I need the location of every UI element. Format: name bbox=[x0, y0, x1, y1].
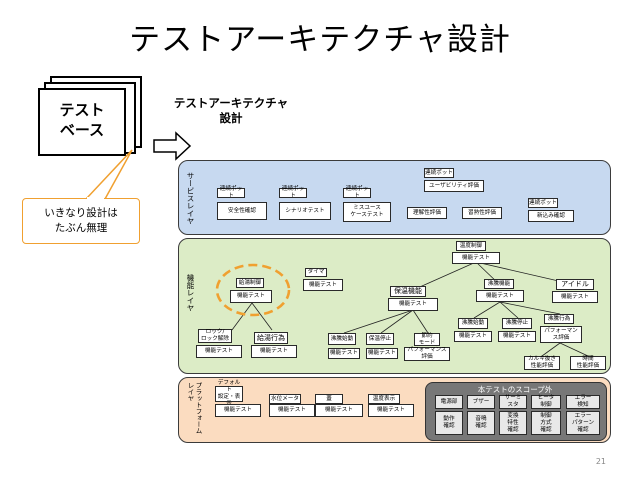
boil-action-child-box: カルキ抜き 性能評価 bbox=[524, 356, 560, 370]
architecture-heading-line2: 設計 bbox=[219, 111, 243, 125]
out-of-scope-item: サーミ スタ bbox=[499, 395, 527, 409]
keep-warm-child-box: 保温停止 bbox=[366, 333, 394, 345]
service-box-bottom: ミスユース ケーステスト bbox=[343, 202, 391, 222]
lock-box: ロック/ ロック解除 bbox=[198, 329, 232, 343]
keep-warm-box: 保温機能 bbox=[390, 286, 426, 297]
boil-function-test-box: 機能テスト bbox=[476, 290, 524, 302]
service-box-bottom: 安全性確認 bbox=[217, 202, 267, 220]
platform-layer-label: プラットフォームレイヤ bbox=[186, 382, 202, 434]
supply-action-test-box: 機能テスト bbox=[251, 345, 297, 358]
test-base-line2: ベース bbox=[59, 121, 105, 139]
out-of-scope-item-check: 制御 方式 確認 bbox=[531, 411, 561, 435]
page-number: 21 bbox=[595, 457, 606, 466]
keep-warm-child-test-box: 機能テスト bbox=[366, 348, 398, 359]
boil-child-box: 沸騰始動 bbox=[458, 318, 488, 329]
architecture-heading-line1: テストアーキテクチャ bbox=[173, 96, 289, 110]
boil-action-box: 沸騰行為 bbox=[544, 314, 574, 324]
out-of-scope-item-check: 動作 確認 bbox=[435, 411, 463, 435]
service-box-top: 連続ポット bbox=[279, 186, 307, 199]
temperature-control-box: 温度制御 bbox=[456, 241, 486, 251]
platform-box-top: 水位メータ bbox=[269, 394, 301, 404]
boil-action-child-box: 時間 性能評価 bbox=[570, 356, 606, 370]
platform-box-bottom: 機能テスト bbox=[315, 404, 363, 417]
keep-warm-child-test-box: 機能テスト bbox=[328, 348, 360, 359]
platform-box-bottom: 機能テスト bbox=[368, 404, 414, 417]
platform-box-bottom: 機能テスト bbox=[269, 404, 315, 417]
callout-bubble: いきなり設計は たぶん無理 bbox=[22, 198, 140, 244]
out-of-scope-item: ブザー bbox=[467, 395, 495, 409]
out-of-scope-item: 電源部 bbox=[435, 395, 463, 409]
callout-line2: たぶん無理 bbox=[54, 222, 108, 234]
supply-action-box: 給湯行為 bbox=[254, 332, 288, 344]
usability-box: ユーザビリティ評価 bbox=[424, 180, 484, 192]
supply-control-test-box: 機能テスト bbox=[230, 290, 272, 303]
function-layer-label: 機能レイヤ bbox=[186, 274, 195, 312]
right-arrow-icon bbox=[153, 131, 192, 161]
out-of-scope-item: ヒータ 制御 bbox=[531, 395, 561, 409]
boil-function-box: 沸騰機能 bbox=[484, 279, 514, 289]
timer-test-box: 機能テスト bbox=[303, 279, 343, 291]
platform-box-top: 温度表示 bbox=[368, 394, 400, 404]
slide-title: テストアーキテクチャ設計 bbox=[129, 22, 511, 58]
platform-box-top: デフォルト 設定・表示 bbox=[215, 380, 243, 407]
out-of-scope-item-check: エラー パターン 確認 bbox=[566, 411, 600, 435]
test-base-document: テスト ベース bbox=[38, 88, 126, 156]
service-box-top: 連続ポット bbox=[217, 186, 245, 199]
architecture-heading: テストアーキテクチャ 設計 bbox=[166, 96, 296, 126]
keep-warm-child-box: 沸騰始動 bbox=[328, 333, 356, 345]
platform-box-top: 蓋 bbox=[315, 394, 343, 404]
callout-tail bbox=[84, 149, 133, 200]
timer-box: タイマ bbox=[305, 268, 327, 277]
out-of-scope-item-check: 音鳴 確認 bbox=[467, 411, 495, 435]
service-box-top: 連続ポット bbox=[343, 186, 371, 199]
out-of-scope-item: エラー 検知 bbox=[566, 395, 600, 409]
service-box-bottom: 習熟性評価 bbox=[462, 207, 502, 219]
keep-warm-child-test-box: パフォーマンス 評価 bbox=[404, 347, 450, 361]
service-box-bottom: 理解性評価 bbox=[407, 207, 447, 219]
out-of-scope-title: 本テストのスコープ外 bbox=[477, 385, 553, 394]
temperature-control-test-box: 機能テスト bbox=[452, 252, 500, 264]
service-box-bottom: シナリオテスト bbox=[279, 202, 331, 220]
idle-box: アイドル bbox=[556, 279, 594, 290]
boil-child-test-box: 機能テスト bbox=[498, 331, 536, 342]
idle-test-box: 機能テスト bbox=[552, 291, 598, 303]
service-layer-label: サービスレイヤ bbox=[186, 172, 195, 225]
lock-test-box: 機能テスト bbox=[196, 345, 242, 358]
boil-child-box: 沸騰停止 bbox=[502, 318, 532, 329]
callout-tail-joint bbox=[87, 197, 104, 200]
boil-child-test-box: 機能テスト bbox=[454, 331, 492, 342]
test-base-line1: テスト bbox=[59, 101, 105, 119]
keep-warm-child-box: 節約 モード bbox=[414, 333, 440, 346]
boil-action-eval-box: パフォーマン ス評価 bbox=[540, 326, 582, 343]
keep-warm-test-box: 機能テスト bbox=[388, 298, 438, 311]
service-box-bottom: 新込み確認 bbox=[528, 210, 574, 222]
platform-box-bottom: 機能テスト bbox=[215, 404, 261, 417]
out-of-scope-item-check: 変換 特性 確認 bbox=[499, 411, 527, 435]
service-box-top: 連続ポット bbox=[528, 198, 558, 208]
service-layer bbox=[178, 160, 611, 235]
service-box-top: 連続ポット bbox=[424, 168, 454, 178]
supply-control-box: 給湯制御 bbox=[236, 278, 264, 288]
callout-line1: いきなり設計は bbox=[44, 207, 118, 219]
